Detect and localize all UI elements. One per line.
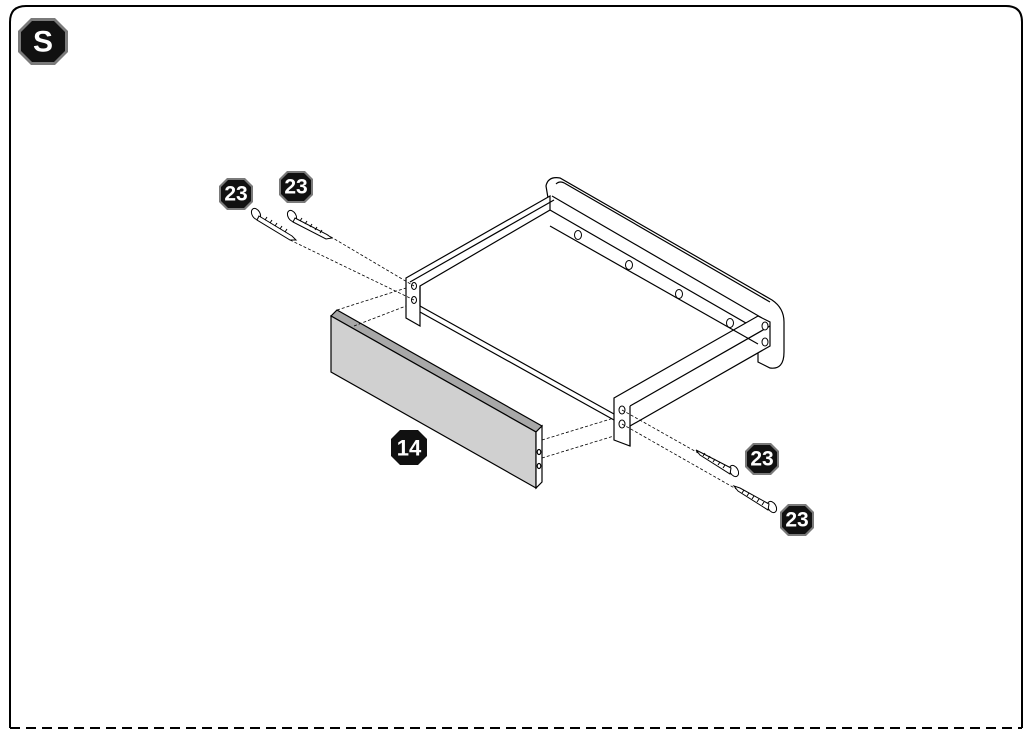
drawer-left-side-panel	[405, 194, 551, 328]
screw-bottom-right-1	[695, 449, 740, 478]
part-number-screw-3: 23	[750, 448, 773, 471]
drawer-back-panel	[545, 177, 785, 369]
drawer-right-side-panel	[613, 315, 771, 447]
part-badge-23-c: 23	[745, 443, 779, 475]
drawer-frame	[405, 177, 785, 447]
part-number-front-panel: 14	[397, 436, 422, 461]
screw-top-left-1	[250, 207, 298, 241]
part-badge-14: 14	[391, 430, 427, 465]
step-letter: S	[33, 26, 53, 59]
screw-bottom-right-2	[732, 484, 778, 514]
assembly-guide-lines	[289, 233, 739, 491]
drawer-front-panel	[330, 309, 543, 490]
part-badge-23-a: 23	[219, 178, 253, 210]
step-badge: S	[18, 18, 68, 65]
part-badge-23-d: 23	[780, 504, 814, 536]
drawer-bottom-panel	[419, 305, 615, 415]
back-panel-holes	[574, 230, 769, 347]
part-number-screw-1: 23	[224, 183, 247, 206]
screw-top-left-2	[286, 209, 334, 240]
part-number-screw-2: 23	[284, 176, 307, 199]
step-frame-border	[9, 5, 1023, 728]
part-number-screw-4: 23	[785, 509, 808, 532]
part-badge-23-b: 23	[279, 171, 313, 203]
